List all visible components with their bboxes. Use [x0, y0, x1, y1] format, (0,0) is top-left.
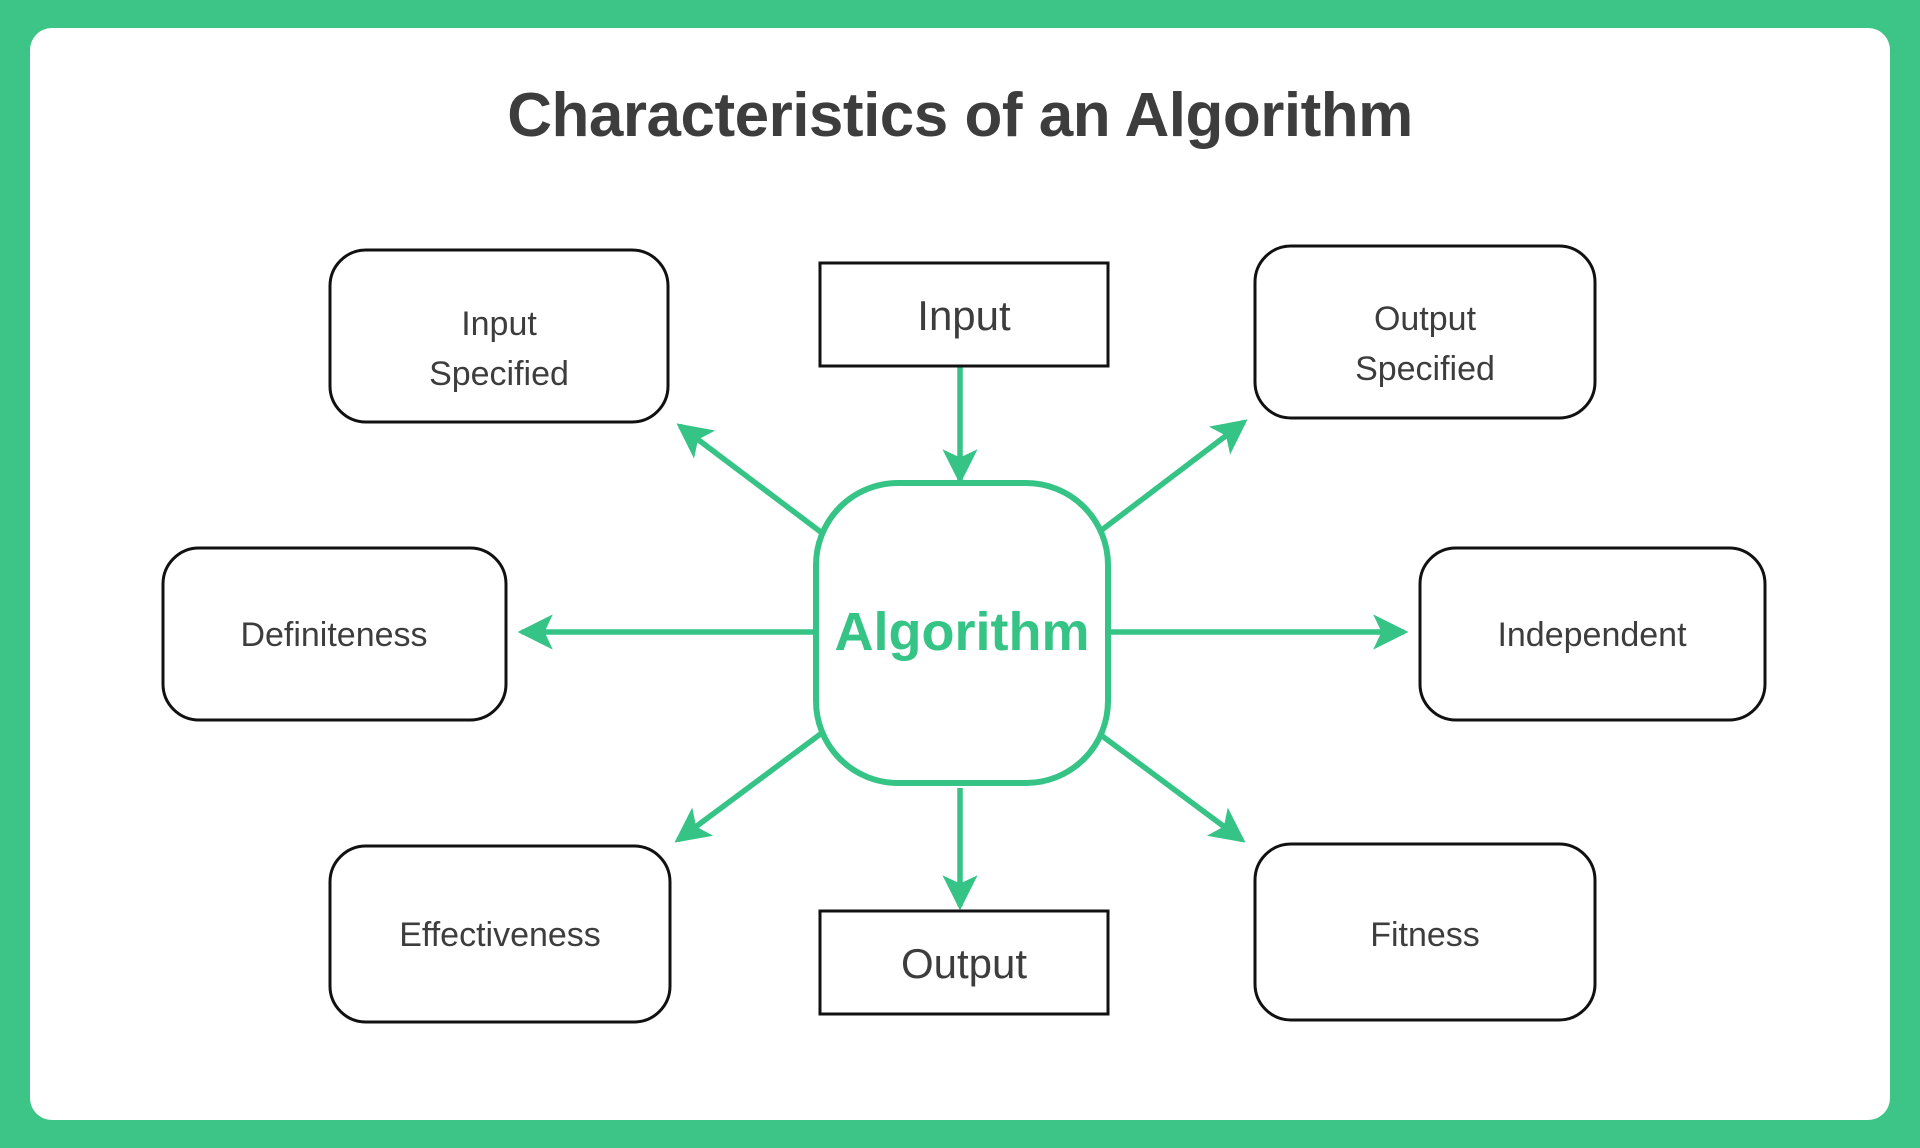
node-input-specified-label-line2: Specified	[429, 355, 569, 393]
node-algorithm[interactable]: Algorithm	[813, 480, 1111, 786]
edge-layer	[517, 316, 1409, 911]
node-fitness[interactable]: Fitness	[1253, 842, 1597, 1022]
node-output-specified-label-line2: Specified	[1355, 350, 1495, 388]
diagram-card: Characteristics of an Algorithm	[30, 28, 1890, 1120]
node-independent-label: Independent	[1497, 616, 1687, 654]
node-fitness-label: Fitness	[1370, 916, 1480, 954]
node-input-shape[interactable]	[818, 261, 1110, 368]
edge-algorithm-to-input-specified	[676, 423, 844, 551]
node-definiteness-shape[interactable]	[161, 546, 508, 722]
node-input[interactable]: Input	[818, 261, 1110, 368]
node-effectiveness-label: Effectiveness	[399, 916, 601, 954]
node-output[interactable]: Output	[818, 909, 1110, 1016]
edge-algorithm-to-fitness	[1076, 715, 1246, 843]
node-output-specified[interactable]: Output Specified	[1253, 244, 1597, 420]
algorithm-characteristics-diagram: Input Specified Input Output Specified D…	[161, 244, 1767, 1024]
node-output-specified-label-line1: Output	[1374, 300, 1477, 338]
node-fitness-shape[interactable]	[1253, 842, 1597, 1022]
node-algorithm-shape[interactable]	[813, 480, 1111, 786]
page-title: Characteristics of an Algorithm	[507, 81, 1413, 150]
node-effectiveness[interactable]: Effectiveness	[328, 844, 672, 1024]
node-independent[interactable]: Independent	[1418, 546, 1767, 722]
node-definiteness[interactable]: Definiteness	[161, 546, 508, 722]
edge-algorithm-to-effectiveness	[674, 715, 844, 843]
node-output-specified-shape[interactable]	[1253, 244, 1597, 420]
node-output-label: Output	[901, 940, 1027, 987]
node-input-specified-label-line1: Input	[461, 305, 537, 343]
node-definiteness-label: Definiteness	[240, 616, 427, 654]
node-output-shape[interactable]	[818, 909, 1110, 1016]
node-independent-shape[interactable]	[1418, 546, 1767, 722]
node-input-label: Input	[917, 292, 1011, 339]
node-input-specified[interactable]: Input Specified	[328, 248, 670, 424]
node-algorithm-label: Algorithm	[835, 602, 1090, 662]
node-effectiveness-shape[interactable]	[328, 844, 672, 1024]
edge-algorithm-to-output-specified	[1076, 419, 1248, 551]
node-input-specified-shape[interactable]	[328, 248, 670, 424]
